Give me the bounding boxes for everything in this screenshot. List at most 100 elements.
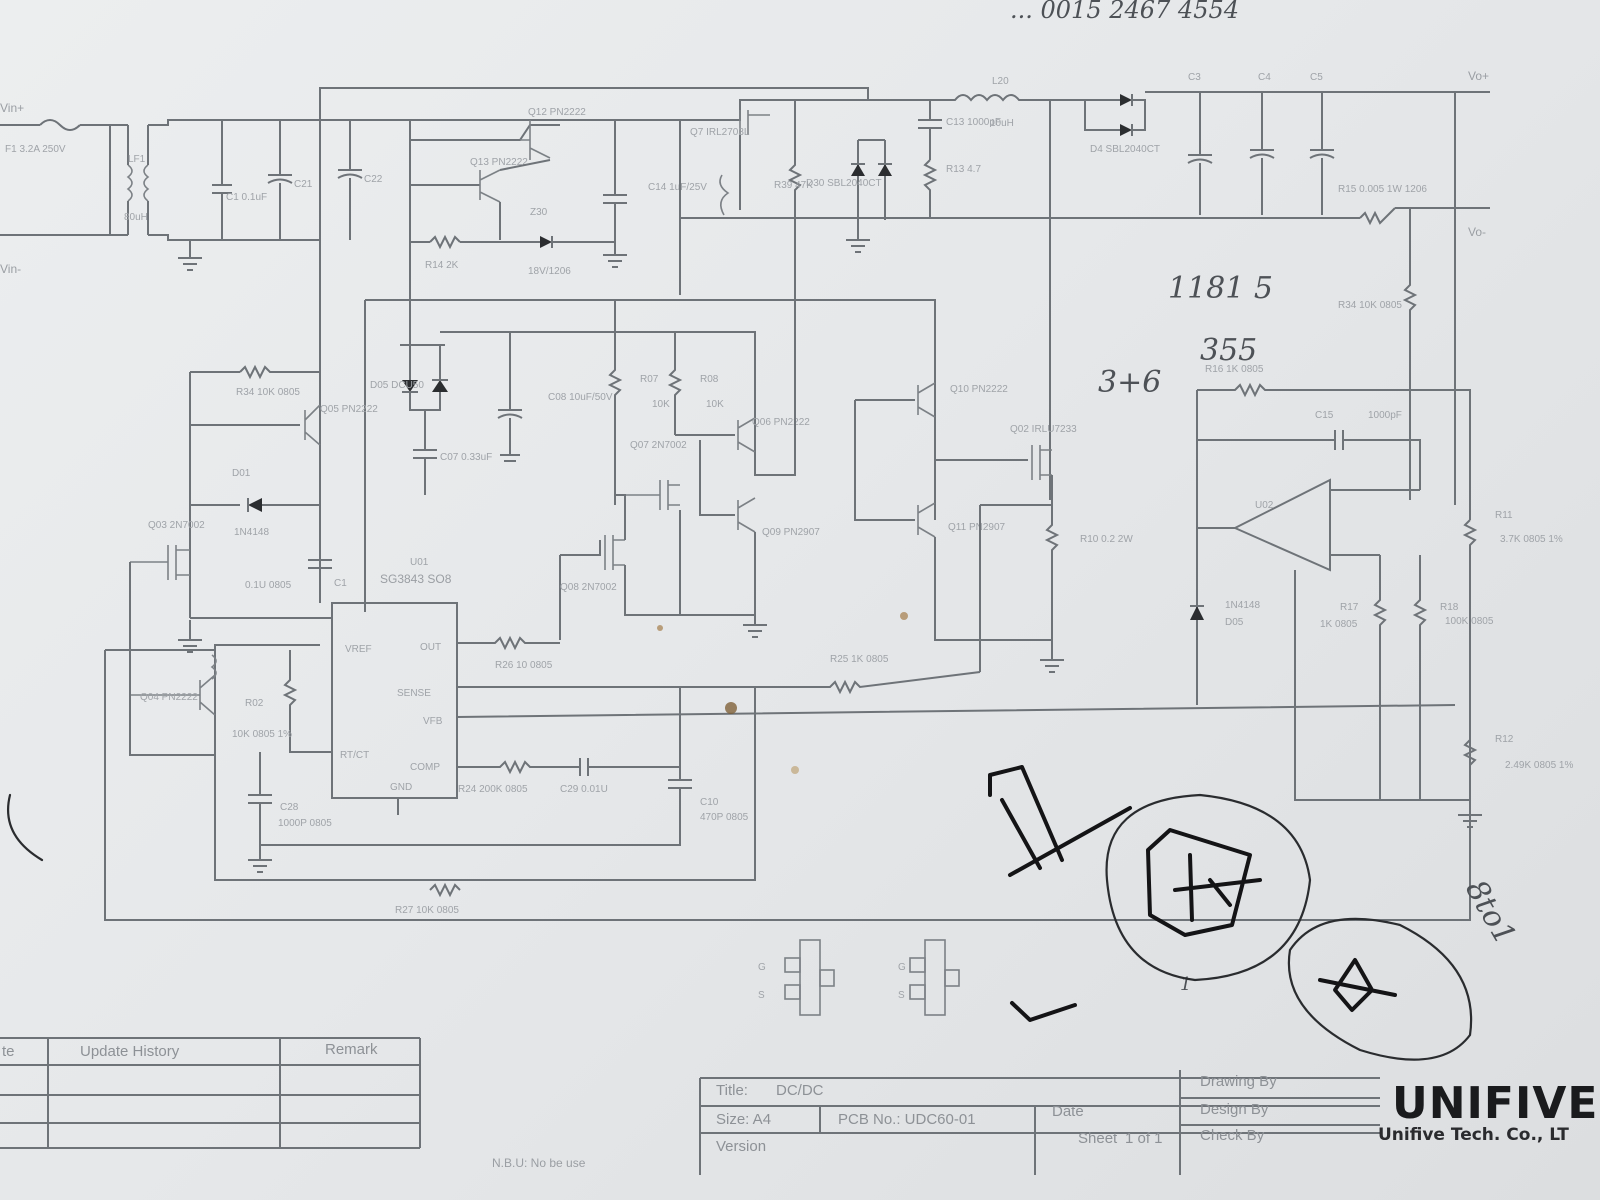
title-value: DC/DC	[776, 1082, 824, 1099]
stain-mark-2	[900, 612, 908, 620]
r18-label: R18	[1440, 602, 1459, 613]
r12-label: R12	[1495, 734, 1514, 745]
c13-label: C13 1000pF	[946, 117, 1001, 128]
r25-label: R25 1K 0805	[830, 654, 889, 665]
sheet-value: 1 of 1	[1125, 1130, 1163, 1147]
ink-circle-2	[1287, 917, 1473, 1061]
c-ext-label: C1	[334, 578, 347, 589]
stain-mark	[725, 702, 737, 714]
u01-part-label: SG3843 SO8	[380, 572, 452, 586]
pin-vref: VREF	[345, 644, 372, 655]
q05-label: Q05 PN2222	[320, 404, 378, 415]
title-label: Title:	[716, 1082, 748, 1099]
d01-value-label: 1N4148	[234, 527, 269, 538]
u01-controller: U01 SG3843 SO8 VREF OUT SENSE VFB RT/CT …	[104, 520, 1471, 921]
pin-out: OUT	[420, 642, 441, 653]
title-block: Title: DC/DC Size: A4 PCB No.: UDC60-01 …	[699, 1070, 1380, 1175]
update-history-table: te Update History Remark N.B.U: No be us…	[0, 1037, 586, 1170]
r11-value-label: 3.7K 0805 1%	[1500, 534, 1563, 545]
pin-comp: COMP	[410, 762, 440, 773]
q13-label: Q13 PN2222	[470, 157, 528, 168]
c21-label: C21	[294, 179, 313, 190]
r12-value-label: 2.49K 0805 1%	[1505, 760, 1573, 771]
pkg2-pin-g: G	[898, 962, 906, 973]
pin-sense: SENSE	[397, 688, 431, 699]
size-label: Size: A4	[716, 1111, 771, 1128]
d-fb-name-label: D05	[1225, 617, 1244, 628]
r02-label: R02	[245, 698, 264, 709]
c14-label: C14 1uF/25V	[648, 182, 707, 193]
output-section: L20 10uH C13 1000pF R13 4.7 R39 47K D30 …	[680, 69, 1490, 505]
c-out3-label: C5	[1310, 72, 1323, 83]
r-q05-label: R34 10K 0805	[236, 387, 300, 398]
l20-value-label: 10uH	[990, 118, 1014, 129]
pin-vfb: VFB	[423, 716, 443, 727]
r-fb-label: R16 1K 0805	[1205, 364, 1264, 375]
q08-label: Q08 2N7002	[560, 582, 617, 593]
note-1181: 1181 5	[1168, 271, 1273, 306]
u01-label: U01	[410, 557, 429, 568]
design-by-label: Design By	[1200, 1101, 1269, 1118]
q09-label: Q09 PN2907	[762, 527, 820, 538]
vo-minus-label: Vo-	[1468, 225, 1486, 239]
note-355: 355	[1200, 333, 1257, 368]
vin-minus-label: Vin-	[0, 262, 21, 276]
history-col-date: te	[2, 1043, 15, 1060]
history-col-update: Update History	[80, 1043, 180, 1060]
r10-label: R10 0.2 2W	[1080, 534, 1133, 545]
pkg1-pin-g: G	[758, 962, 766, 973]
ink-arc-left	[6, 793, 44, 862]
pin-gnd: GND	[390, 782, 412, 793]
q12-label: Q12 PN2222	[528, 107, 586, 118]
r08-label: R08	[700, 374, 719, 385]
version-label: Version	[716, 1138, 766, 1155]
r39-label: R39 47K	[774, 180, 813, 191]
c1-label: C1 0.1uF	[226, 192, 267, 203]
date-label: Date	[1052, 1103, 1084, 1120]
c28-value-label: 1000P 0805	[278, 818, 332, 829]
r02-value-label: 10K 0805 1%	[232, 729, 292, 740]
company-name: Unifive Tech. Co., LT	[1378, 1125, 1569, 1145]
d-fb-label: 1N4148	[1225, 600, 1260, 611]
r-top-label: R34 10K 0805	[1338, 300, 1402, 311]
q04-label: Q04 PN2222	[140, 692, 198, 703]
ink-sketch-1	[1146, 828, 1262, 937]
note-3plus6: 3+6	[1098, 365, 1161, 400]
r26-label: R26 10 0805	[495, 660, 553, 671]
d05-label: D05 DCU50	[370, 380, 424, 391]
drawing-number-fragment: ... 0015 2467 4554	[1010, 0, 1239, 24]
c07-label: C07 0.33uF	[440, 452, 492, 463]
q07-label: Q07 2N7002	[630, 440, 687, 451]
feedback-section: R16 1K 0805 C15 1000pF U02 1N4148 D05 R1…	[1190, 364, 1573, 828]
history-footnote: N.B.U: No be use	[492, 1156, 586, 1170]
r07-label: R07	[640, 374, 659, 385]
gate-drive-section: Q12 PN2222 Q13 PN2222 Z30 R14 2K 18V/120…	[409, 107, 770, 345]
fuse-label: F1 3.2A 250V	[5, 144, 66, 155]
r11-label: R11	[1495, 510, 1513, 521]
ink-check-mark	[1010, 1001, 1077, 1022]
q11-label: Q11 PN2907	[948, 522, 1006, 533]
note-8to1: 8to1	[1458, 874, 1522, 951]
ink-circle-1	[1105, 793, 1312, 982]
r15-label: R15 0.005 1W 1206	[1338, 184, 1427, 195]
lf1-label: LF1	[128, 154, 146, 165]
company-logo: UNIFIVE Unifive Tech. Co., LT	[1378, 1078, 1598, 1145]
power-switch-section: Q10 PN2222 Q11 PN2907 Q02 IRLU7233 R10 0…	[854, 382, 1133, 673]
pin-rtct: RT/CT	[340, 750, 369, 761]
top-loop-wire	[319, 87, 869, 120]
stain-mark-4	[791, 766, 799, 774]
q7-label: Q7 IRL2703L	[690, 127, 750, 138]
c15-label: C15	[1315, 410, 1334, 421]
q06-label: Q06 PN2222	[752, 417, 810, 428]
ink-sketch-2	[1318, 958, 1397, 1012]
company-logo-text: UNIFIVE	[1392, 1078, 1598, 1129]
c28-label: C28	[280, 802, 299, 813]
ink-probe-sketch	[988, 765, 1132, 877]
r17-label: R17	[1340, 602, 1359, 613]
r27-label: R27 10K 0805	[395, 905, 459, 916]
r13-label: R13 4.7	[946, 164, 981, 175]
c-out1-label: C3	[1188, 72, 1201, 83]
u02-label: U02	[1255, 500, 1274, 511]
d01-label: D01	[232, 468, 251, 479]
